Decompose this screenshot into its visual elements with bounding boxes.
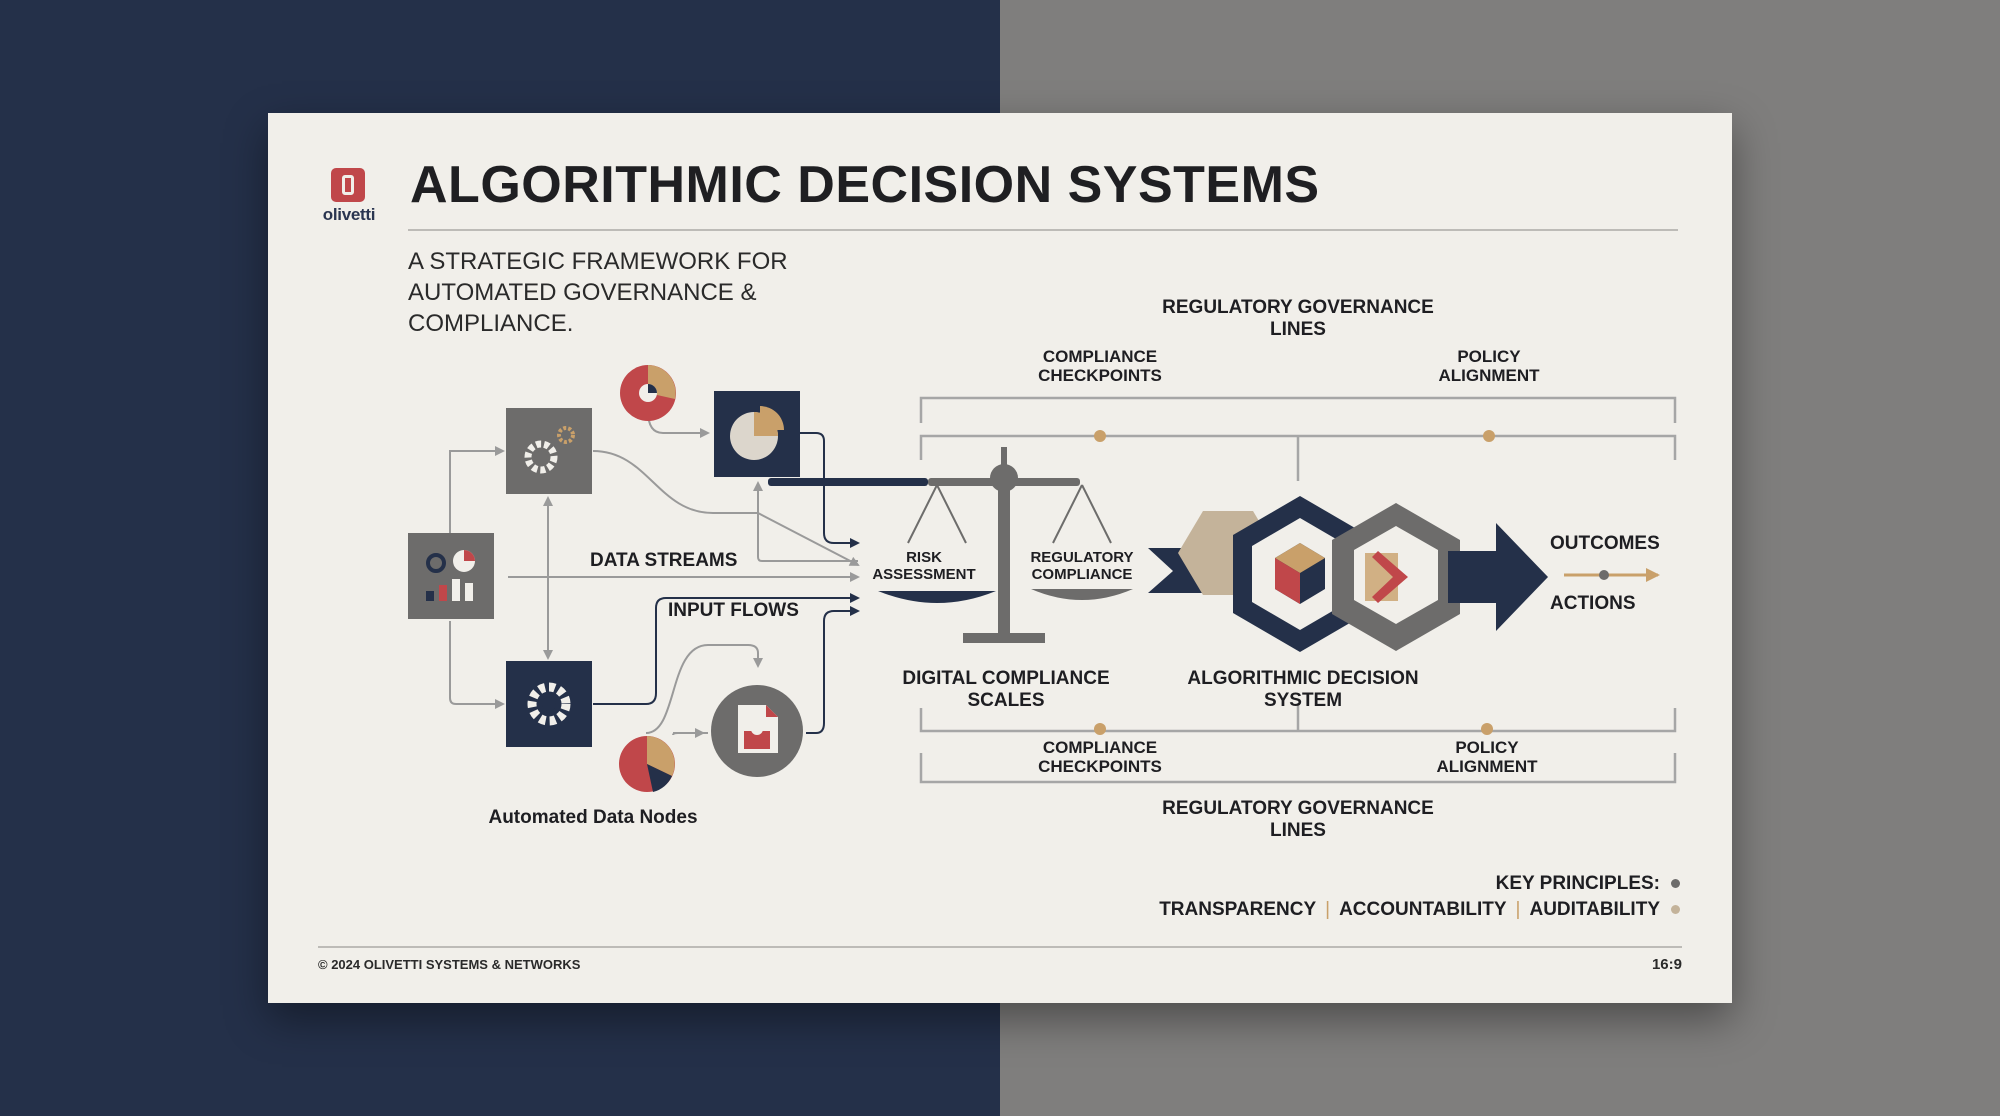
- outcomes-label: OUTCOMES: [1550, 533, 1660, 554]
- principle-accountability: ACCOUNTABILITY: [1339, 899, 1507, 920]
- governance-lines-bottom: [919, 703, 1677, 784]
- actions-label: ACTIONS: [1550, 593, 1636, 614]
- data-flow-lines: [449, 410, 860, 738]
- top-gear-node: [506, 408, 592, 494]
- governance-title-bottom: REGULATORY GOVERNANCE LINES: [1162, 798, 1434, 841]
- principle-auditability: AUDITABILITY: [1529, 899, 1660, 920]
- compliance-checkpoints-top: COMPLIANCE CHECKPOINTS: [1038, 347, 1162, 385]
- compliance-scales: [768, 447, 1133, 643]
- key-principles-list: TRANSPARENCY | ACCOUNTABILITY | AUDITABI…: [1159, 899, 1660, 921]
- policy-alignment-top: POLICY ALIGNMENT: [1438, 347, 1540, 385]
- footer-aspect-ratio: 16:9: [1651, 956, 1682, 973]
- compliance-checkpoints-bottom: COMPLIANCE CHECKPOINTS: [1038, 738, 1162, 776]
- pie-node-top: [620, 365, 676, 421]
- checkpoint-dot-top-left: [1094, 430, 1106, 442]
- governance-lines-top: [919, 396, 1677, 481]
- decision-system-caption: ALGORITHMIC DECISION SYSTEM: [1187, 668, 1419, 711]
- pie-node-bottom: [619, 736, 675, 792]
- chart-node-top: [714, 391, 800, 477]
- page-title: ALGORITHMIC DECISION SYSTEMS: [410, 156, 1320, 214]
- automated-data-nodes-caption: Automated Data Nodes: [488, 807, 698, 828]
- checkpoint-dot-bottom-left: [1094, 723, 1106, 735]
- footer-copyright: © 2024 OLIVETTI SYSTEMS & NETWORKS: [318, 957, 581, 972]
- document-node-bottom: [711, 685, 803, 777]
- checkpoint-dot-bottom-right: [1481, 723, 1493, 735]
- slide-card: olivetti ALGORITHMIC DECISION SYSTEMS A …: [268, 113, 1732, 1003]
- diagram-canvas: [318, 229, 1682, 948]
- principle-separator: |: [1325, 899, 1331, 920]
- governance-title-top: REGULATORY GOVERNANCE LINES: [1162, 297, 1434, 340]
- policy-alignment-bottom: POLICY ALIGNMENT: [1436, 738, 1538, 776]
- page-subtitle: A STRATEGIC FRAMEWORK FOR AUTOMATED GOVE…: [408, 248, 788, 337]
- risk-assessment-label: RISK ASSESSMENT: [872, 549, 976, 583]
- principle-separator: |: [1515, 899, 1521, 920]
- input-flows-label: INPUT FLOWS: [668, 600, 799, 621]
- source-data-node: [408, 533, 494, 619]
- data-streams-label: DATA STREAMS: [590, 550, 738, 571]
- scales-caption: DIGITAL COMPLIANCE SCALES: [902, 668, 1110, 711]
- olivetti-logo-icon: [331, 168, 365, 202]
- logo-wordmark: olivetti: [322, 205, 376, 224]
- principle-transparency: TRANSPARENCY: [1159, 899, 1317, 920]
- key-principles-label: KEY PRINCIPLES:: [1495, 873, 1660, 894]
- checkpoint-dot-top-right: [1483, 430, 1495, 442]
- principles-dot-light: [1671, 905, 1680, 914]
- regulatory-compliance-label: REGULATORY COMPLIANCE: [1030, 549, 1134, 583]
- principles-dot-dark: [1671, 879, 1680, 888]
- bottom-gear-node: [506, 661, 592, 747]
- decision-system-graphic: [1148, 496, 1548, 652]
